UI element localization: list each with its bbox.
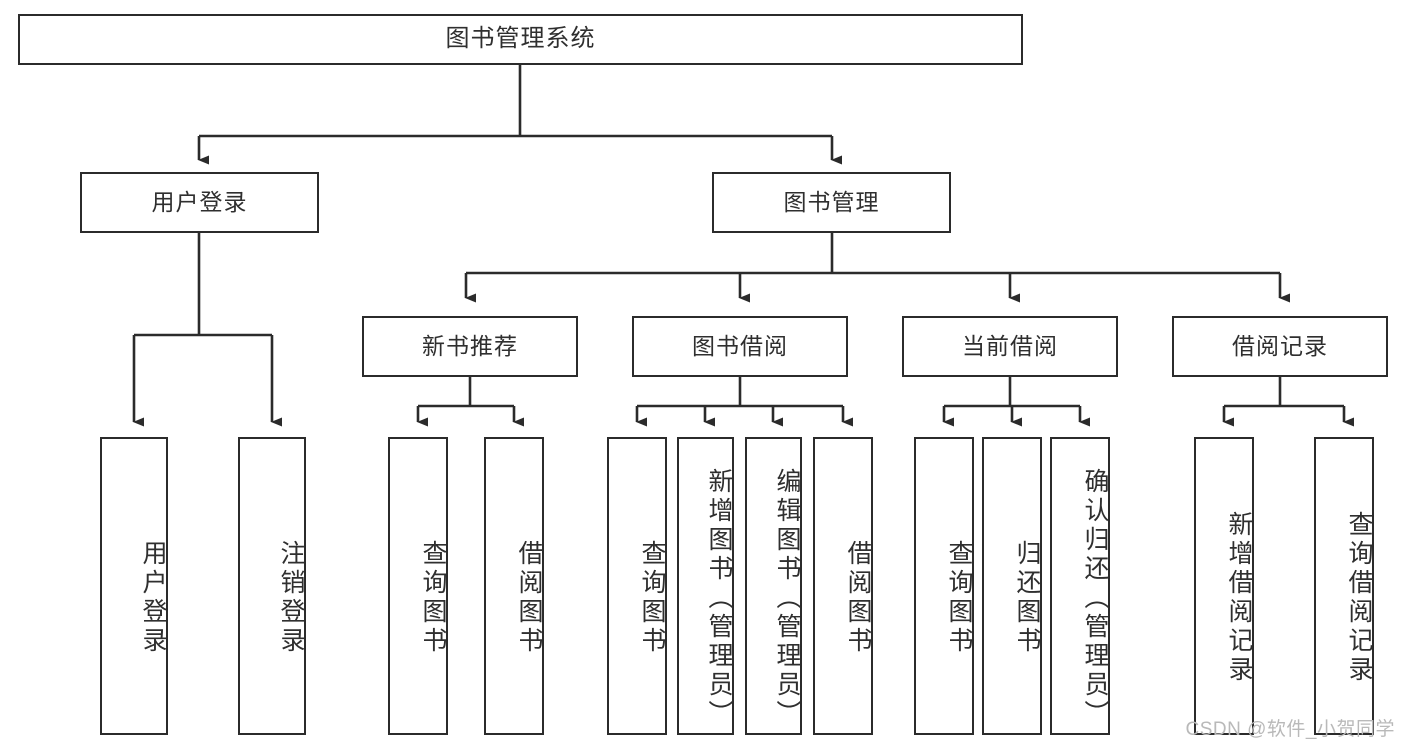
leaf-query-book-3[interactable]: 查询图书 <box>914 437 974 735</box>
node-root[interactable]: 图书管理系统 <box>18 14 1023 65</box>
leaf-edit-book[interactable]: 编辑图书（管理员） <box>745 437 802 735</box>
leaf-query-record[interactable]: 查询借阅记录 <box>1314 437 1374 735</box>
watermark: CSDN @软件_小贺同学 <box>1185 719 1395 740</box>
node-user-login[interactable]: 用户登录 <box>80 172 319 233</box>
leaf-add-record[interactable]: 新增借阅记录 <box>1194 437 1254 735</box>
leaf-return-book[interactable]: 归还图书 <box>982 437 1042 735</box>
leaf-logout-login[interactable]: 注销登录 <box>238 437 306 735</box>
node-book-borrow[interactable]: 图书借阅 <box>632 316 848 377</box>
node-current-borrow[interactable]: 当前借阅 <box>902 316 1118 377</box>
leaf-query-book-2[interactable]: 查询图书 <box>607 437 667 735</box>
leaf-borrow-book-2[interactable]: 借阅图书 <box>813 437 873 735</box>
leaf-confirm-return[interactable]: 确认归还（管理员） <box>1050 437 1110 735</box>
leaf-user-login[interactable]: 用户登录 <box>100 437 168 735</box>
node-book-manage[interactable]: 图书管理 <box>712 172 951 233</box>
leaf-add-book[interactable]: 新增图书（管理员） <box>677 437 734 735</box>
node-borrow-record[interactable]: 借阅记录 <box>1172 316 1388 377</box>
leaf-borrow-book-1[interactable]: 借阅图书 <box>484 437 544 735</box>
leaf-query-book-1[interactable]: 查询图书 <box>388 437 448 735</box>
node-new-book-recommend[interactable]: 新书推荐 <box>362 316 578 377</box>
